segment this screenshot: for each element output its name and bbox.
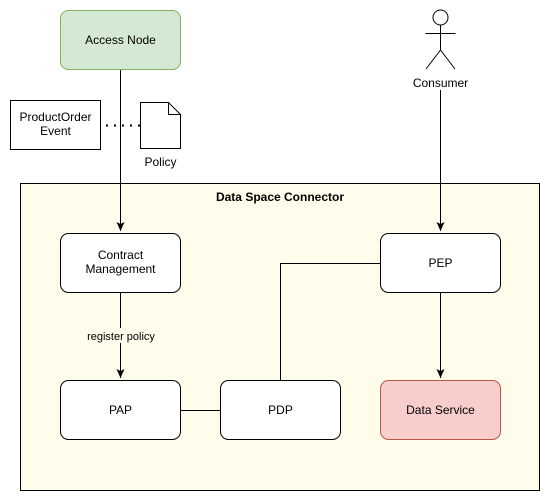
pdp-box: PDP (220, 380, 341, 440)
register-policy-label-bg (83, 328, 158, 343)
consumer-actor: Consumer (413, 9, 468, 90)
data-service-box: Data Service (380, 380, 501, 440)
pep-box: PEP (380, 233, 501, 293)
edge-pdp-to-pep (280, 263, 380, 380)
policy-document: Policy (140, 102, 181, 169)
data-service-label: Data Service (406, 403, 475, 417)
stick-figure-actor-icon (425, 9, 456, 70)
product-order-event-label-line2: Event (40, 124, 71, 138)
contract-management-box: Contract Management (60, 233, 181, 293)
product-order-event-box: ProductOrder Event (10, 100, 101, 150)
data-space-connector-title: Data Space Connector (216, 190, 344, 204)
document-fold (168, 102, 181, 115)
pep-label: PEP (428, 256, 452, 270)
product-order-event-label-line1: ProductOrder (19, 110, 91, 124)
access-node-box: Access Node (60, 10, 181, 70)
consumer-label: Consumer (413, 76, 468, 90)
pap-box: PAP (60, 380, 181, 440)
contract-management-label-line1: Contract (98, 248, 144, 262)
policy-label: Policy (144, 155, 176, 169)
pdp-label: PDP (268, 403, 293, 417)
register-policy-label: register policy (87, 331, 155, 343)
document-icon (140, 102, 181, 149)
access-node-label: Access Node (85, 33, 156, 47)
contract-management-label-line2: Management (85, 262, 156, 276)
pap-label: PAP (109, 403, 132, 417)
